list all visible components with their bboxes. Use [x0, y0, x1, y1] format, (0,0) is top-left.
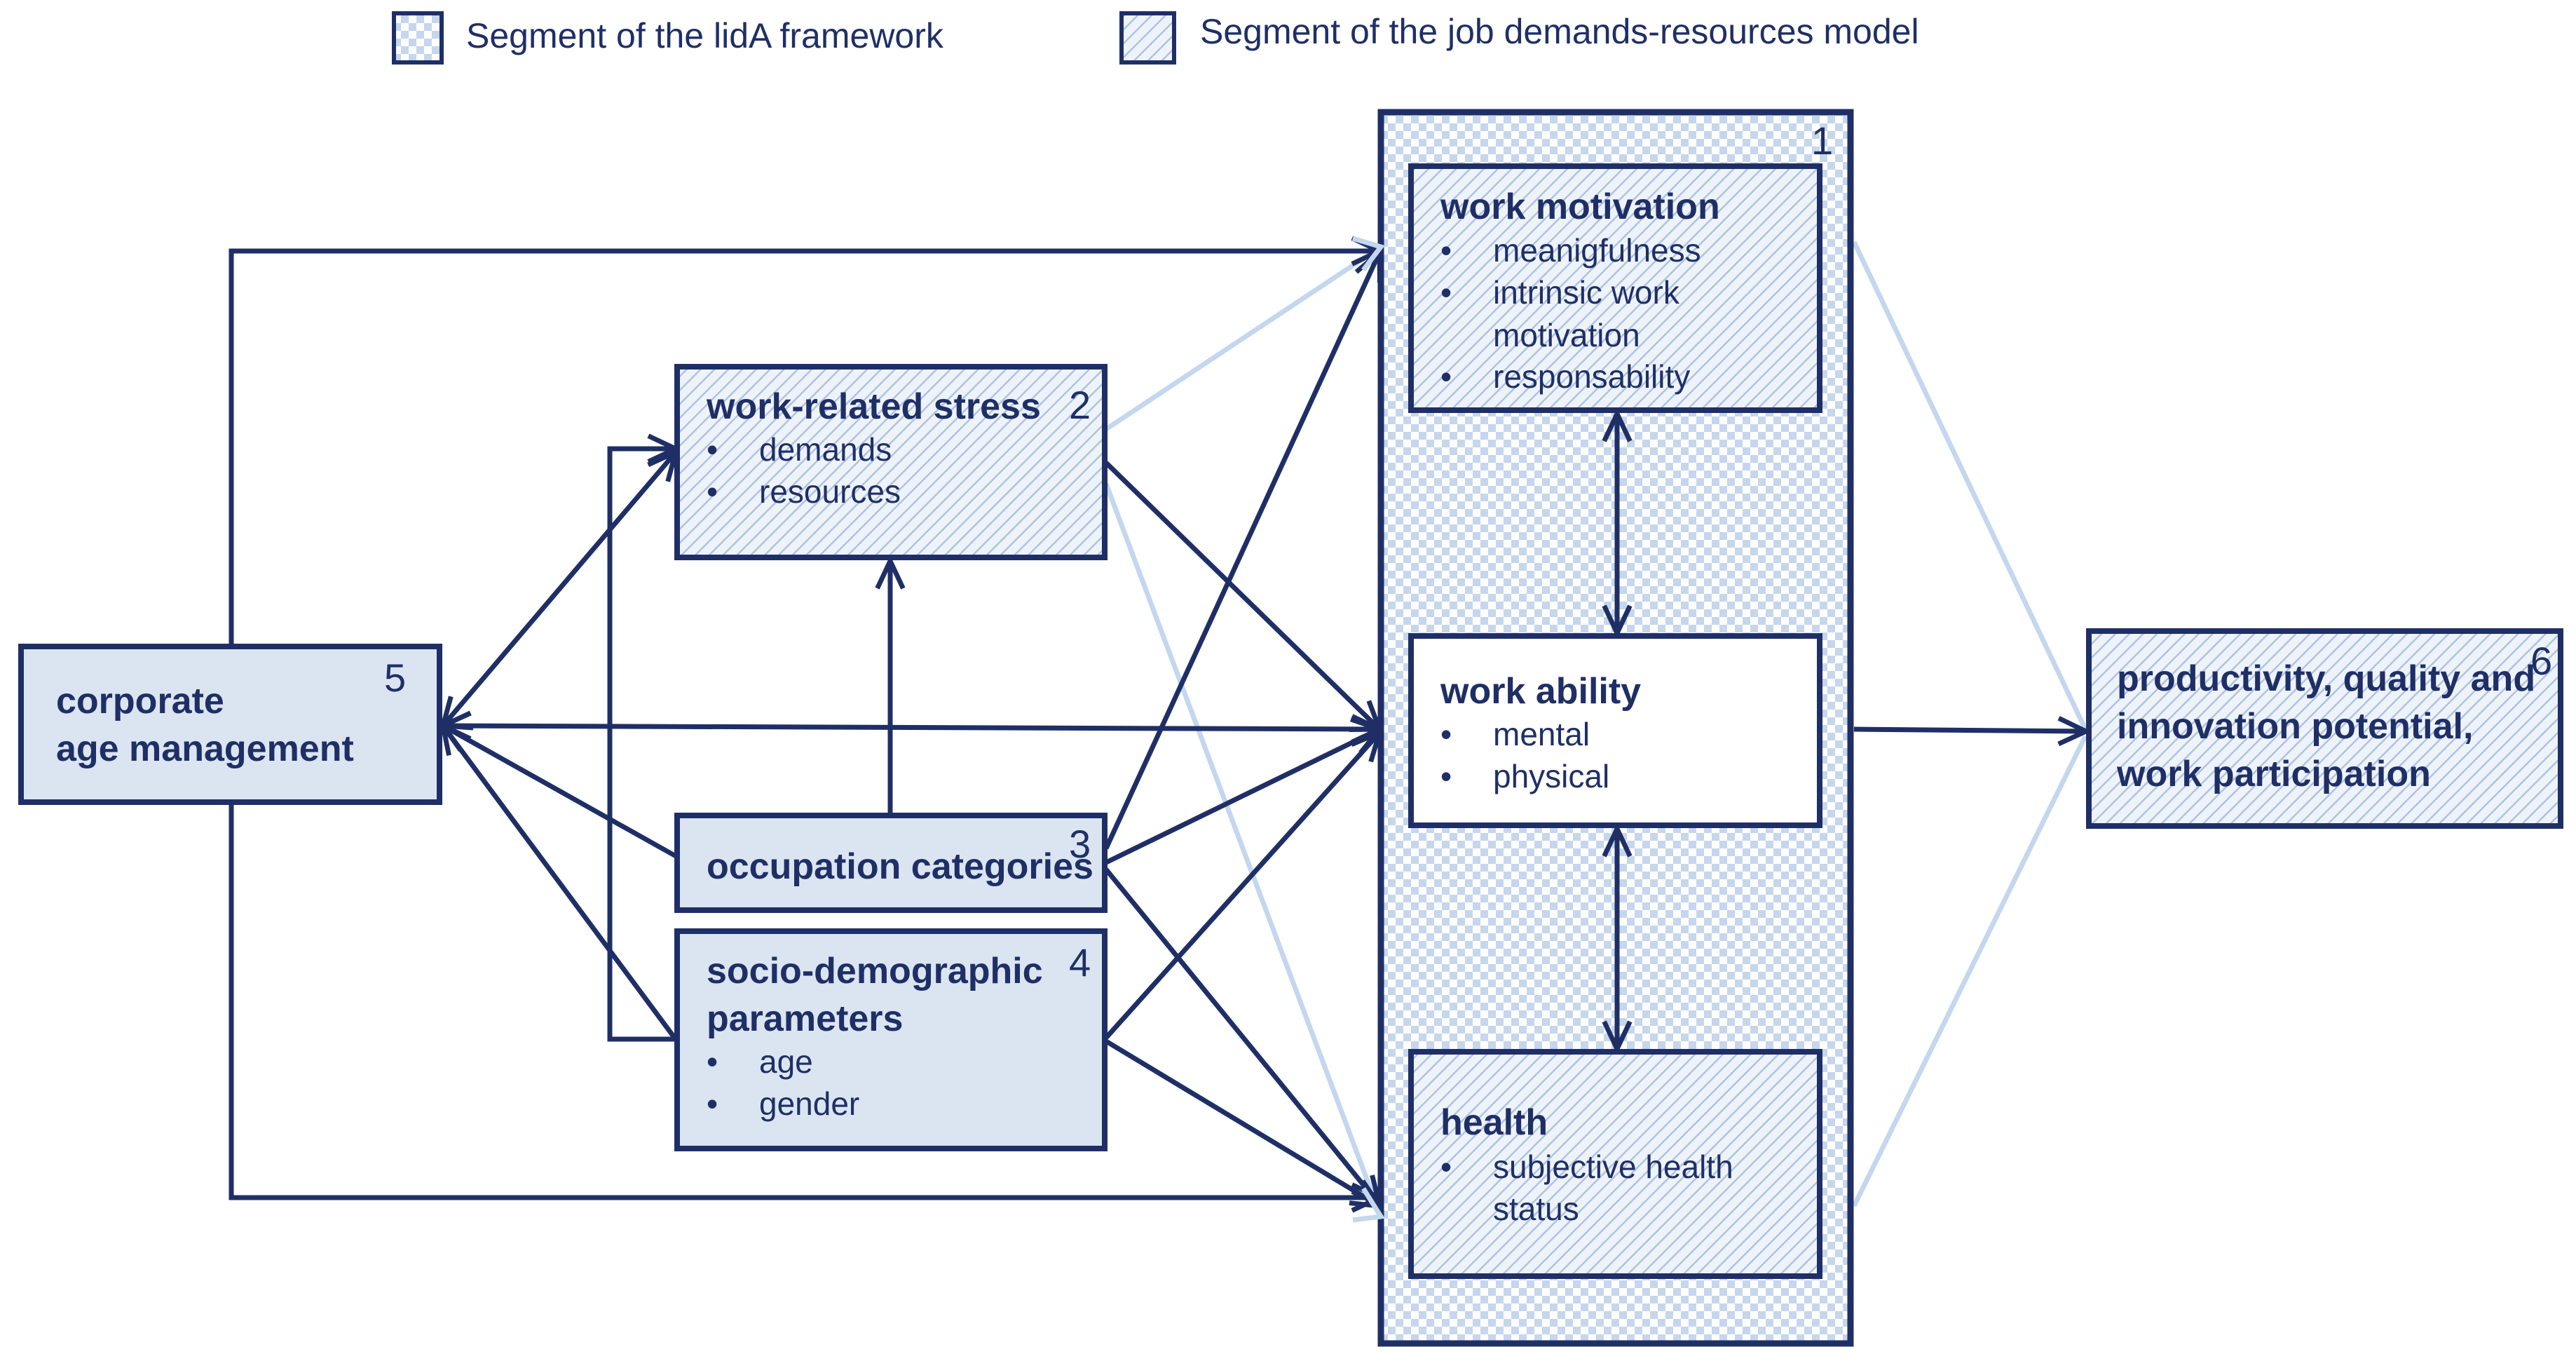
legend-lida-swatch — [392, 11, 444, 65]
connector-motivation-to-outcome — [1851, 241, 2088, 731]
connector-health-to-outcome — [1851, 735, 2088, 1207]
work-stress-item: demands — [759, 431, 892, 468]
occupation-title: occupation categories — [707, 846, 1093, 887]
work-ability-item: mental — [1493, 716, 1590, 752]
connector-socio-to-age — [443, 726, 679, 1043]
connector-socio-to-health — [1105, 1039, 1379, 1206]
box2-number: 2 — [1069, 383, 1091, 427]
health-item: status — [1493, 1191, 1579, 1227]
dark-connectors — [229, 251, 2086, 1206]
outcome-box: productivity, quality and innovation pot… — [2086, 628, 2563, 829]
work-ability-title: work ability — [1440, 671, 1641, 712]
outcome-title-line3: work participation — [2116, 754, 2431, 794]
connector-occupation-to-age — [443, 726, 679, 860]
work-stress-title: work-related stress — [706, 386, 1041, 427]
connector-age-to-motivation — [229, 251, 1379, 646]
connector-age-to-ability — [443, 726, 1379, 729]
box5-number: 5 — [384, 656, 406, 700]
light-arrowhead-health — [1352, 1187, 1385, 1223]
work-ability-item: physical — [1493, 758, 1609, 794]
work-motivation-title: work motivation — [1440, 187, 1720, 227]
work-motivation-item: meanigfulness — [1493, 232, 1701, 269]
health-title: health — [1440, 1102, 1548, 1143]
legend-lida-label: Segment of the lidA framework — [466, 16, 944, 55]
connector-age-to-health — [229, 802, 1379, 1198]
work-motivation-item: motivation — [1493, 317, 1640, 353]
health-box: health • subjective health status — [1408, 1049, 1822, 1279]
work-stress-item: resources — [759, 473, 901, 510]
age-management-box: corporate age management 5 — [18, 644, 442, 805]
bullet: • — [707, 1043, 718, 1080]
work-ability-box: work ability • mental • physical — [1408, 633, 1822, 828]
work-motivation-item: intrinsic work — [1493, 274, 1680, 311]
socio-title-line2: parameters — [707, 998, 903, 1039]
work-motivation-box: work motivation • meanigfulness • intrin… — [1408, 163, 1822, 413]
legend-jdr-label: Segment of the job demands-resources mod… — [1200, 12, 1919, 51]
connector-stress-to-ability — [1104, 461, 1379, 729]
box3-number: 3 — [1069, 822, 1091, 866]
connector-ability-to-outcome — [1853, 729, 2086, 731]
bullet: • — [707, 431, 718, 468]
age-mgmt-title-line1: corporate — [56, 681, 224, 722]
work-motivation-item: responsability — [1493, 358, 1690, 395]
box6-number: 6 — [2530, 639, 2552, 683]
outcome-title-line2: innovation potential, — [2117, 706, 2473, 747]
connector-age-to-stress — [443, 452, 676, 726]
legend-jdr-swatch — [1119, 11, 1176, 65]
bullet: • — [1440, 358, 1452, 395]
bullet: • — [1440, 1149, 1452, 1185]
health-item: subjective health — [1493, 1149, 1733, 1185]
connector-stress-to-motivation — [1105, 245, 1382, 431]
socio-title-line1: socio-demographic — [707, 951, 1043, 991]
occupation-box: occupation categories 3 — [674, 813, 1108, 913]
light-arrowhead-motivation — [1351, 236, 1385, 272]
connector-occupation-to-health — [1104, 867, 1379, 1205]
bullet: • — [1440, 758, 1452, 794]
bullet: • — [707, 1085, 718, 1122]
light-connectors — [1103, 241, 2088, 1218]
socio-item: gender — [759, 1085, 859, 1122]
connector-occupation-to-motivation — [1103, 252, 1379, 850]
connector-occupation-to-ability — [1105, 729, 1379, 865]
box4-number: 4 — [1069, 940, 1091, 984]
light-arrowheads — [1351, 236, 1385, 1223]
bullet: • — [1440, 232, 1452, 269]
work-stress-box: work-related stress 2 • demands • resour… — [674, 364, 1108, 560]
socio-demographic-box: socio-demographic parameters 4 • age • g… — [674, 928, 1108, 1151]
connector-socio-to-ability — [1104, 733, 1379, 1040]
socio-item: age — [759, 1043, 813, 1080]
bullet: • — [1440, 716, 1452, 752]
bullet: • — [1440, 274, 1452, 311]
age-mgmt-title-line2: age management — [56, 729, 354, 769]
connector-stress-to-health — [1103, 482, 1384, 1218]
connector-socio-to-stress — [607, 449, 677, 1042]
box1-number: 1 — [1811, 118, 1833, 163]
bullet: • — [707, 473, 718, 510]
outcome-title-line1: productivity, quality and — [2117, 658, 2535, 699]
legend: Segment of the lidA framework Segment of… — [392, 11, 1919, 65]
